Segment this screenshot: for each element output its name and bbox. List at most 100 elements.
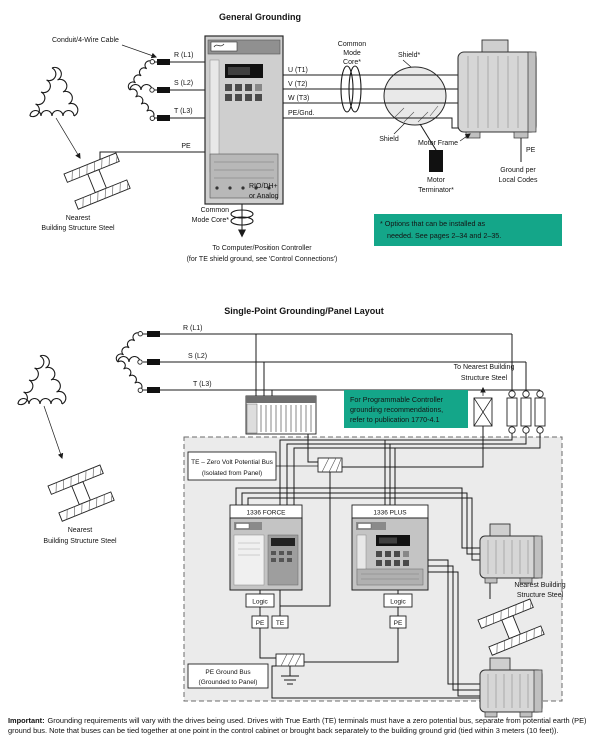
label-plus: 1336 PLUS (373, 510, 407, 517)
label-logic-force: Logic (252, 599, 268, 606)
force-te-terminal (271, 615, 289, 629)
label-to-computer-1: To Computer/Position Controller (212, 245, 312, 252)
building-steel-ibeam-left (47, 464, 115, 522)
label-local-codes: Local Codes (499, 177, 538, 184)
line-fuse (147, 331, 160, 337)
transformer-ground-arrow-2 (43, 405, 64, 459)
plc-note-line3: refer to publication 1770-4.1 (350, 415, 440, 424)
top-title: General Grounding (219, 12, 301, 22)
options-note-highlight (374, 214, 562, 246)
shield-drain-wire (419, 123, 437, 151)
label-u-t1: U (T1) (288, 67, 308, 74)
label-terminator-1: Motor (427, 177, 446, 184)
delta-transformer-2 (17, 352, 69, 408)
common-mode-core-comm (230, 209, 254, 226)
ground-symbol (281, 675, 299, 685)
label-steel-1: Nearest (66, 215, 91, 222)
label-terminator-2: Terminator* (418, 187, 454, 194)
label-t-l3: T (L3) (174, 108, 193, 115)
wye-source-2 (113, 330, 145, 394)
label-v-t2: V (T2) (288, 81, 307, 88)
feeder-wires (279, 433, 541, 505)
footer-important-label: Important: (8, 716, 45, 725)
motor2-ground-return (271, 665, 480, 699)
label-te-bus-1: TE – Zero Volt Potential Bus (191, 459, 273, 466)
line-fuse (157, 59, 170, 65)
conduit-leader (121, 44, 157, 59)
label-rio-2: or Analog (249, 193, 279, 200)
motor-2 (479, 657, 543, 718)
label-force: 1336 FORCE (246, 510, 286, 517)
plc-note-line1: For Programmable Controller (350, 395, 444, 404)
label-cmc-a1: Common (338, 41, 367, 48)
label-cmc-b1: Common (201, 207, 230, 214)
transformer-ground-arrow (55, 117, 81, 159)
label-to-computer-2: (for TE shield ground, see 'Control Conn… (187, 256, 338, 263)
motor-wires (283, 74, 458, 129)
te-bus-label-box (187, 451, 277, 481)
label-steel-right-2: Structure Steel (517, 592, 564, 599)
label-t-l3-2: T (L3) (193, 381, 212, 388)
footer-note: Important:Grounding requirements will va… (8, 716, 602, 736)
label-pe-gnd: PE/Gnd. (288, 110, 315, 117)
plus-logic-box (383, 593, 413, 608)
label-pe-plus: PE (394, 620, 403, 627)
force-terminal-wires (259, 590, 281, 616)
options-note-line1: * Options that can be installed as (380, 219, 485, 228)
ac-drive (204, 35, 284, 205)
motor-terminator (429, 150, 443, 172)
motor-1 (479, 523, 543, 584)
label-pe-bus-2: (Grounded to Panel) (199, 679, 258, 686)
shield-opt-leader (402, 59, 412, 68)
single-point-grounding-diagram: Single-Point Grounding/Panel Layout R (L… (17, 306, 566, 718)
shield-leader (393, 122, 406, 135)
label-rio-1: RIO/DH+ (249, 183, 278, 190)
plc-note-line2: grounding recommendations, (350, 405, 443, 414)
common-mode-core-output (340, 65, 362, 113)
label-s-l2-2: S (L2) (188, 353, 207, 360)
motor-junction-box (481, 39, 509, 53)
pe-ground-bus (259, 628, 399, 685)
motor-output-wires (235, 487, 480, 697)
label-r-l1: R (L1) (174, 52, 193, 59)
options-note-line2: needed. See pages 2–34 and 2–35. (387, 231, 501, 240)
footer-text: Grounding requirements will vary with th… (8, 716, 587, 736)
label-cmc-a3: Core* (343, 59, 361, 66)
label-pe-force: PE (256, 620, 265, 627)
label-steel-left-2: Building Structure Steel (43, 538, 117, 545)
drive-keypad (225, 84, 262, 101)
pe-bus-label-box (187, 663, 269, 689)
bottom-title: Single-Point Grounding/Panel Layout (224, 306, 384, 316)
label-motor-frame: Motor Frame (418, 140, 458, 147)
label-w-t3: W (T3) (288, 95, 309, 102)
plc-note-highlight (344, 390, 468, 428)
motor-frame-arrow (459, 133, 471, 142)
delta-transformer (29, 64, 81, 120)
force-logic-box (245, 593, 275, 608)
motor (457, 39, 537, 139)
line-fuse (147, 359, 160, 365)
motor-junction-box (489, 523, 511, 537)
motor-foot (513, 131, 529, 139)
label-shield: Shield (379, 136, 399, 143)
label-logic-plus: Logic (390, 599, 406, 606)
label-r-l1-2: R (L1) (183, 325, 202, 332)
label-to-steel-2: Structure Steel (461, 375, 508, 382)
label-cmc-b2: Mode Core* (192, 217, 230, 224)
cable-shield (383, 66, 447, 126)
plc-rack (245, 334, 318, 463)
wye-source (125, 58, 157, 122)
label-te-bus-2: (Isolated from Panel) (202, 470, 262, 477)
motor-junction-box (489, 657, 511, 671)
label-te-force: TE (276, 620, 285, 627)
line-fuse (147, 387, 160, 393)
label-steel-right-1: Nearest Building (514, 582, 565, 589)
input-wires (154, 59, 205, 121)
label-steel-left-1: Nearest (68, 527, 93, 534)
drive-1336-plus: 1336 PLUS (351, 504, 429, 591)
label-to-steel-1: To Nearest Building (454, 364, 515, 371)
building-steel-ibeam (63, 152, 131, 210)
line-fuse (157, 115, 170, 121)
input-wires-2 (143, 331, 540, 393)
